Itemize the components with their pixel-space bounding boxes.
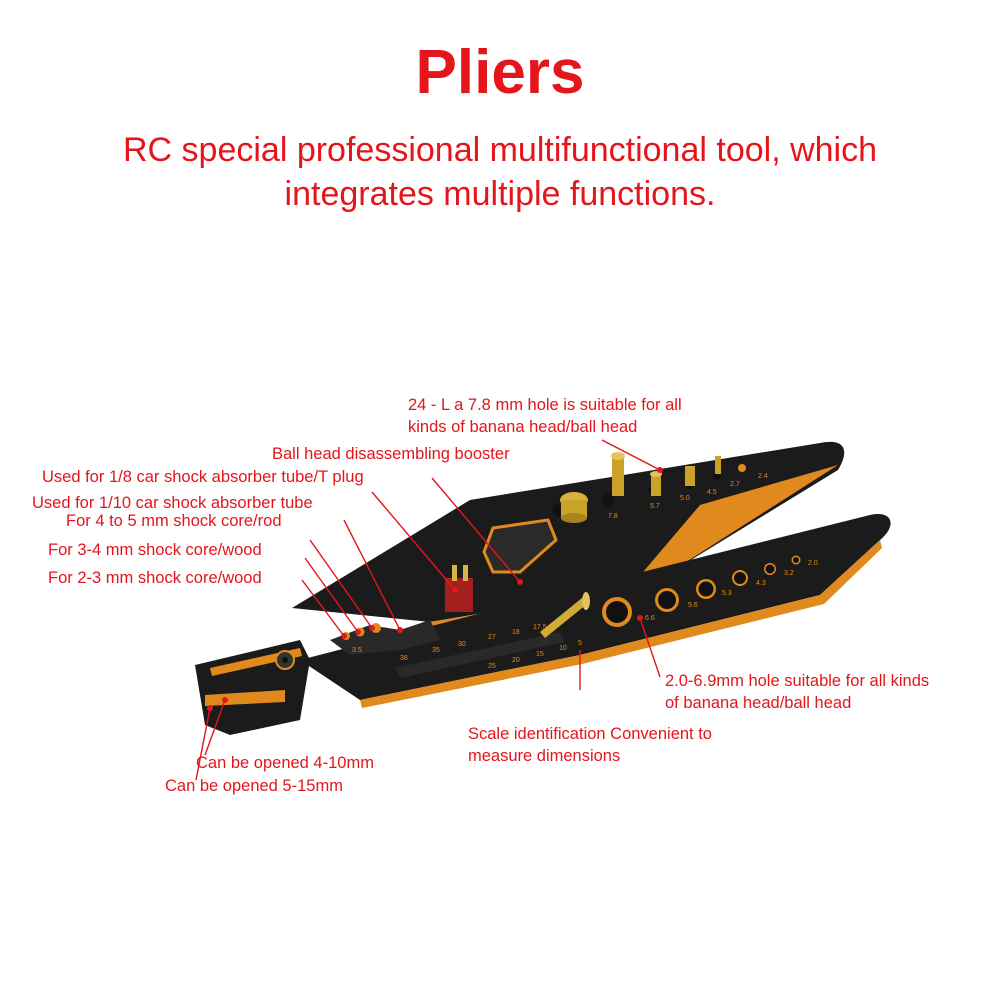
scale-mark: 30 xyxy=(458,641,466,648)
callout-dots xyxy=(207,467,663,711)
page-subtitle: RC special professional multifunctional … xyxy=(122,131,878,213)
callout-holes-range: 2.0-6.9mm hole suitable for all kinds of… xyxy=(665,670,929,714)
callout-line: 2.0-6.9mm hole suitable for all kinds xyxy=(665,672,930,690)
notch-marking: 3.5 xyxy=(352,647,362,654)
scale-mark: 25 xyxy=(488,663,496,670)
scale-mark: 15 xyxy=(536,651,544,658)
callout-open-5-15: Can be opened 5-15mm xyxy=(165,777,343,795)
hole-marking-label: 2.4 xyxy=(758,473,768,480)
hole-marking-label: 7.8 xyxy=(608,513,618,520)
hole-marking-label: 5.7 xyxy=(650,503,660,510)
callout-hole-78: 24 - L a 7.8 mm hole is suitable for all… xyxy=(408,394,682,438)
callout-line: measure dimensions xyxy=(468,747,621,765)
brass-fittings xyxy=(445,452,721,638)
callout-core-2-3: For 2-3 mm shock core/wood xyxy=(48,569,262,587)
callout-tube-110: Used for 1/10 car shock absorber tube xyxy=(32,494,313,512)
callout-line: 24 - L a 7.8 mm hole is suitable for all xyxy=(408,396,682,414)
lower-handle: 6.6 5.6 5.3 4.3 3.2 2.0 38 35 30 27 18 1… xyxy=(300,514,891,708)
callout-open-4-10: Can be opened 4-10mm xyxy=(196,754,374,772)
callout-tube-18: Used for 1/8 car shock absorber tube/T p… xyxy=(42,468,364,486)
scale-mark: 10 xyxy=(559,645,567,652)
scale-mark: 35 xyxy=(432,647,440,654)
scale-mark: 17.5 xyxy=(533,624,547,631)
page-title: Pliers xyxy=(415,38,585,107)
hole-marking-label: 2.0 xyxy=(808,560,818,567)
hole-marking-label: 2.7 xyxy=(730,481,740,488)
hole-marking-label: 6.6 xyxy=(645,615,655,622)
callout-core-3-4: For 3-4 mm shock core/wood xyxy=(48,541,262,559)
scale-mark: 18 xyxy=(512,629,520,636)
plier-jaws: 3.5 xyxy=(195,620,440,735)
callout-line: kinds of banana head/ball head xyxy=(408,418,638,436)
scale-mark: 20 xyxy=(512,657,520,664)
callout-scale: Scale identification Convenient to measu… xyxy=(468,723,712,767)
callout-core-4-5: For 4 to 5 mm shock core/rod xyxy=(66,512,282,530)
hole-marking-label: 4.5 xyxy=(707,489,717,496)
scale-mark: 38 xyxy=(400,655,408,662)
hole-marking-label: 4.3 xyxy=(756,580,766,587)
hole-marking-label: 5.0 xyxy=(680,495,690,502)
callout-line: Scale identification Convenient to xyxy=(468,725,712,743)
hole-marking-label: 5.6 xyxy=(688,602,698,609)
scale-mark: 27 xyxy=(488,634,496,641)
callout-ball-head: Ball head disassembling booster xyxy=(272,445,510,463)
callout-leaders xyxy=(195,439,661,781)
hole-marking-label: 5.3 xyxy=(722,590,732,597)
scale-mark: 5 xyxy=(578,640,582,647)
callout-line: of banana head/ball head xyxy=(665,694,852,712)
hole-marking-label: 3.2 xyxy=(784,570,794,577)
